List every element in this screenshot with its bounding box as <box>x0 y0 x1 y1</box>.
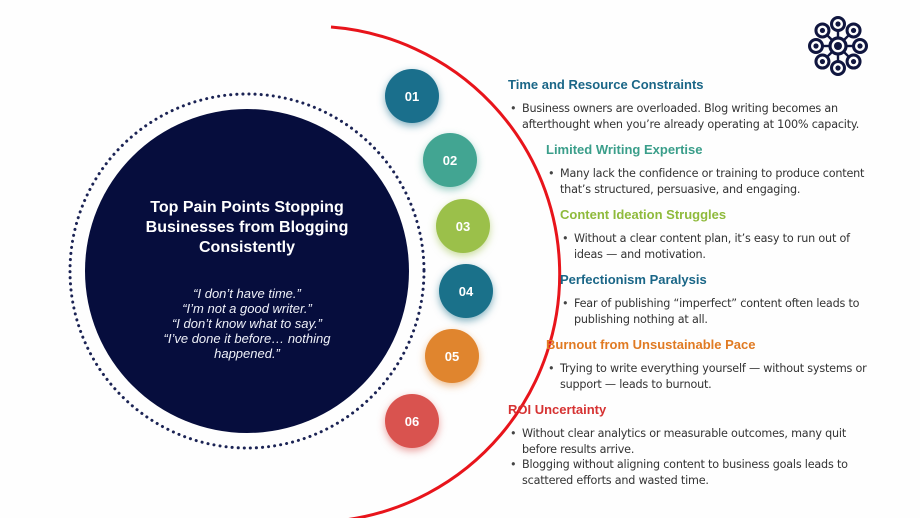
pain-point-item: Limited Writing Expertise Many lack the … <box>546 142 866 197</box>
center-content: Top Pain Points Stopping Businesses from… <box>117 198 377 361</box>
logo-node-dot <box>813 43 819 49</box>
network-flower-icon <box>808 16 868 76</box>
step-number: 02 <box>442 152 458 168</box>
step-badge-04: 04 <box>439 264 493 318</box>
dotted-ring <box>68 92 426 450</box>
bullet-list: Business owners are overloaded. Blog wri… <box>508 101 888 132</box>
bullet-list: Without clear analytics or measurable ou… <box>508 426 878 488</box>
pain-point-item: Burnout from Unsustainable Pace Trying t… <box>546 337 876 392</box>
quote: happened.” <box>214 346 280 361</box>
logo-node-dot <box>850 27 857 34</box>
logo-node <box>830 60 846 76</box>
title-line: Businesses from Blogging <box>145 219 349 236</box>
step-badge-03: 03 <box>436 199 490 253</box>
timeline-arc <box>330 25 562 518</box>
center-title: Top Pain Points Stopping Businesses from… <box>117 198 377 258</box>
logo-node <box>814 22 831 39</box>
pain-point-item: Time and Resource Constraints Business o… <box>508 77 888 132</box>
bullet-list: Trying to write everything yourself — wi… <box>546 361 876 392</box>
step-badge-01: 01 <box>385 69 439 123</box>
pain-point-title: Content Ideation Struggles <box>560 207 727 222</box>
step-number: 04 <box>458 283 474 299</box>
title-line: Top Pain Points Stopping <box>150 199 344 216</box>
logo-node <box>845 53 862 70</box>
logo-node <box>814 53 831 70</box>
logo-node-dot <box>835 65 841 71</box>
pain-point-title: ROI Uncertainty <box>508 402 607 417</box>
logo-node <box>852 38 868 54</box>
bullet-list: Many lack the confidence or training to … <box>546 166 866 197</box>
quotes: “I don’t have time.” “I’m not a good wri… <box>117 286 377 361</box>
bullet: Without a clear content plan, it’s easy … <box>562 231 870 262</box>
pain-point-item: Perfectionism Paralysis Fear of publishi… <box>560 272 885 327</box>
quote: “I don’t have time.” <box>193 286 301 301</box>
logo-node-dot <box>857 43 863 49</box>
quote: “I don’t know what to say.” <box>171 316 323 331</box>
bullet: Fear of publishing “imperfect” content o… <box>562 296 885 327</box>
bullet-list: Without a clear content plan, it’s easy … <box>560 231 870 262</box>
logo-node-dot <box>819 58 826 65</box>
logo-node <box>830 16 846 32</box>
logo-node <box>808 38 824 54</box>
pain-point-item: Content Ideation Struggles Without a cle… <box>560 207 870 262</box>
step-number: 06 <box>404 413 420 429</box>
logo-node <box>845 22 862 39</box>
step-badge-06: 06 <box>385 394 439 448</box>
pain-point-title: Limited Writing Expertise <box>546 142 703 157</box>
step-number: 01 <box>404 88 420 104</box>
bullet: Many lack the confidence or training to … <box>548 166 866 197</box>
logo-node-dot <box>850 58 857 65</box>
pain-point-title: Time and Resource Constraints <box>508 77 704 92</box>
step-badge-05: 05 <box>425 329 479 383</box>
bullet-list: Fear of publishing “imperfect” content o… <box>560 296 885 327</box>
title-line: Consistently <box>198 239 295 256</box>
bullet: Trying to write everything yourself — wi… <box>548 361 876 392</box>
step-badge-02: 02 <box>423 133 477 187</box>
bullet: Without clear analytics or measurable ou… <box>510 426 878 457</box>
pain-point-title: Burnout from Unsustainable Pace <box>546 337 756 352</box>
step-number: 03 <box>455 218 471 234</box>
quote: “I’m not a good writer.” <box>182 301 312 316</box>
center-circle <box>85 109 409 433</box>
step-number: 05 <box>444 348 460 364</box>
pain-point-title: Perfectionism Paralysis <box>560 272 707 287</box>
bullet: Business owners are overloaded. Blog wri… <box>510 101 888 132</box>
pain-point-item: ROI Uncertainty Without clear analytics … <box>508 402 878 488</box>
quote: “I’ve done it before… nothing <box>163 331 331 346</box>
bullet: Blogging without aligning content to bus… <box>510 457 878 488</box>
logo-node-dot <box>835 21 841 27</box>
logo-node-dot <box>819 27 826 34</box>
